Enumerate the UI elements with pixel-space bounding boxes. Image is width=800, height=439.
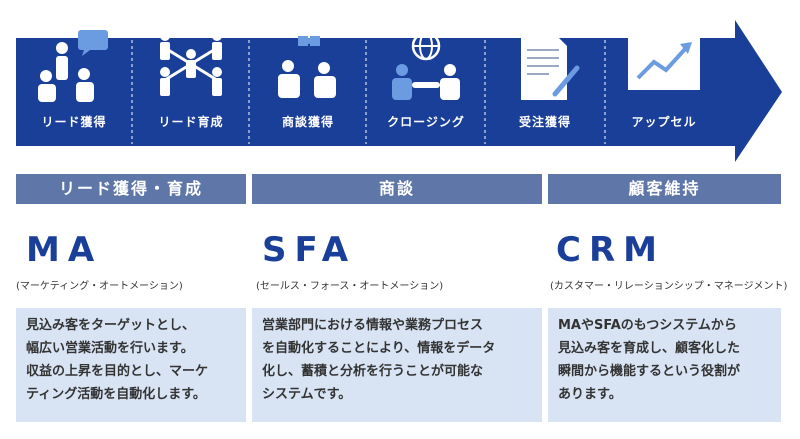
acronym-ma: MA xyxy=(26,230,103,270)
description-sfa: 営業部門における情報や業務プロセス を自動化することにより、情報をデータ 化し、… xyxy=(252,308,542,422)
description-line: 収益の上昇を目的とし、マーケ xyxy=(26,364,209,379)
stage-upsell: アップセル xyxy=(606,24,722,144)
stage-label: アップセル xyxy=(631,115,697,129)
description-line: 化し、蓄積と分析を行うことが可能な xyxy=(262,364,484,379)
stage-label: リード育成 xyxy=(158,115,224,129)
subtitle-sfa: (セールス・フォース・オートメーション) xyxy=(256,281,444,292)
description-line: システムです。 xyxy=(262,387,352,402)
stage-deal-acquisition: 商談獲得 xyxy=(250,24,366,144)
description-line: あります。 xyxy=(558,387,622,402)
stage-order-acquisition: 受注獲得 xyxy=(487,24,603,144)
description-line: ティング活動を自動化します。 xyxy=(26,387,206,402)
acronym-crm: CRM xyxy=(556,230,665,270)
subtitle-ma: (マーケティング・オートメーション) xyxy=(16,281,183,292)
stage-label: 商談獲得 xyxy=(281,115,334,129)
stage-label: 受注獲得 xyxy=(518,115,571,129)
description-line: 見込み客を育成し、顧客化した xyxy=(558,341,741,356)
puzzle-meeting-icon xyxy=(278,36,336,98)
stage-label: リード獲得 xyxy=(41,115,107,129)
description-line: 見込み客をターゲットとし、 xyxy=(26,318,196,333)
presentation-people-icon xyxy=(38,30,108,102)
stage-lead-nurturing: リード育成 xyxy=(133,24,249,144)
contract-pen-icon xyxy=(521,34,580,100)
description-ma: 見込み客をターゲットとし、 幅広い営業活動を行います。 収益の上昇を目的とし、マ… xyxy=(16,308,246,422)
growth-chart-icon xyxy=(628,36,700,90)
globe-handshake-icon xyxy=(392,31,460,100)
process-arrow: リード獲得 リード育成 xyxy=(0,0,800,170)
category-retention: 顧客維持 xyxy=(548,174,781,204)
description-line: を自動化することにより、情報をデータ xyxy=(262,341,496,356)
description-line: 営業部門における情報や業務プロセス xyxy=(262,318,484,333)
stage-lead-acquisition: リード獲得 xyxy=(16,24,132,144)
stage-label: クロージング xyxy=(387,115,465,129)
description-line: 幅広い営業活動を行います。 xyxy=(26,341,194,356)
description-line: MAやSFAのもつシステムから xyxy=(558,318,737,333)
network-people-icon xyxy=(160,31,222,96)
stage-closing: クロージング xyxy=(368,24,484,144)
category-deal: 商談 xyxy=(252,174,542,204)
category-lead: リード獲得・育成 xyxy=(16,174,246,204)
acronym-sfa: SFA xyxy=(262,230,357,270)
description-crm: MAやSFAのもつシステムから 見込み客を育成し、顧客化した 瞬間から機能すると… xyxy=(548,308,781,422)
subtitle-crm: (カスタマー・リレーションシップ・マネージメント) xyxy=(550,281,788,292)
description-line: 瞬間から機能するという役割が xyxy=(558,364,741,379)
